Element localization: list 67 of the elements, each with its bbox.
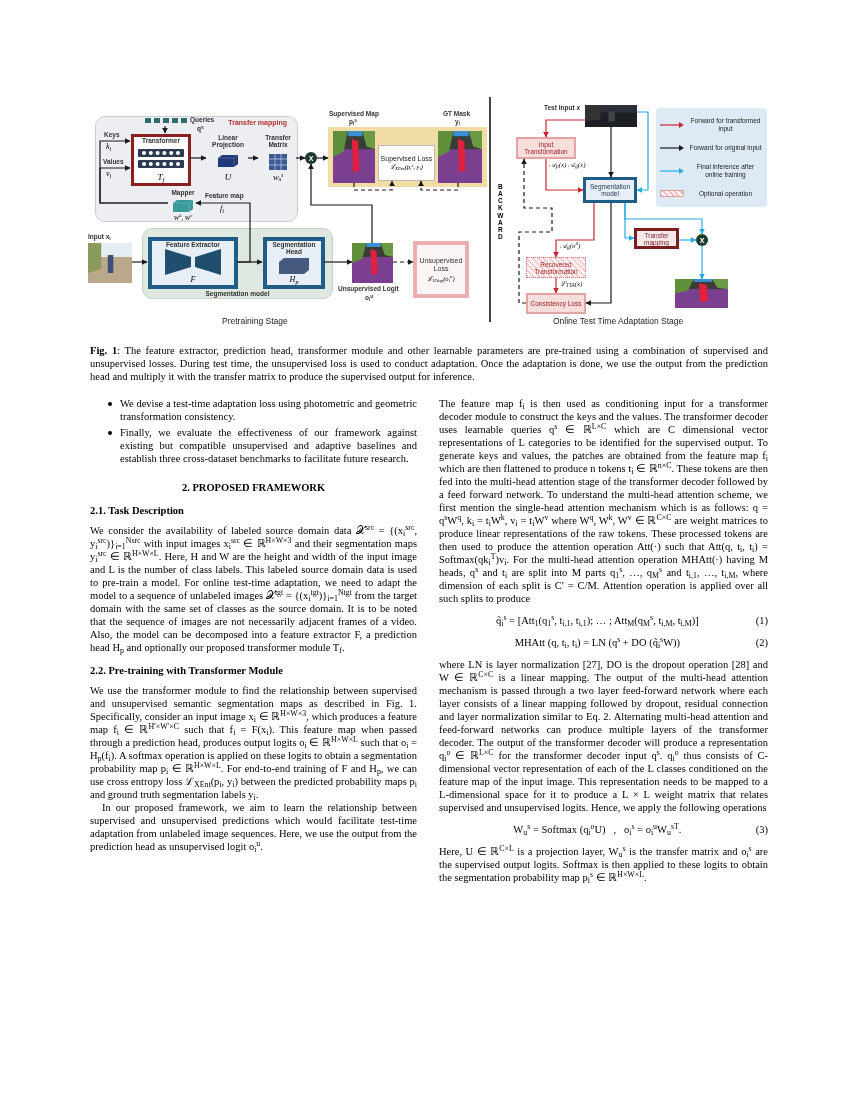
model-box xyxy=(583,177,637,203)
loss-box xyxy=(413,241,469,298)
arrow xyxy=(585,202,612,306)
equation-number: (3) xyxy=(755,823,768,836)
arrow xyxy=(195,200,251,263)
arrow xyxy=(624,202,635,241)
equation: q̃$_{i}$$^{s}$ = [Att$_{1}$(q$_{1}$$^{s}$, t$_{i,1}$, t$_{i,1}$); … ; Att$_{M}$(q$_{M}$$^{s}$, t$_{i,M}$, t$_{i,M}$)] xyxy=(496,615,699,626)
arrow xyxy=(553,202,595,258)
arrow xyxy=(418,180,459,191)
subsection-heading: 2.1. Task Description xyxy=(90,505,184,516)
equation-number: (1) xyxy=(755,614,768,627)
arrow xyxy=(189,155,207,161)
math-label: U xyxy=(224,173,232,182)
transfer-mapping-panel xyxy=(95,116,298,222)
bullet-text: Finally, we evaluate the effectiveness of our framework against existing but compatible unsupervised and adaptive baselines and establish three cross-dataset benchmarks to facilitate future research. xyxy=(120,426,417,465)
figure-caption: Fig. 1: The feature extractor, prediction head, transformer module and other learnable parameters are pre-trained using a combination of supervised and unsupervised losses. During test time, the unsupervised loss is used to conduct adaptation. Once the adaptation is done, we use the output from the prediction head and multiply it with the transfer matrix to produce the supervised output for inference. xyxy=(90,345,768,382)
feature-extractor-box xyxy=(148,237,238,289)
math-label: H$_{p}$ xyxy=(289,276,299,284)
segmentation-model-panel xyxy=(142,228,333,299)
section-heading: 2. PROPOSED FRAMEWORK xyxy=(181,482,326,493)
arrow xyxy=(392,259,414,265)
stage-title: Online Test Time Adaptation Stage xyxy=(553,317,684,326)
math-label: f$_{i}$ xyxy=(220,205,224,213)
transfer-mapping-box xyxy=(634,228,679,249)
paragraph: The feature map f$_{i}$ is then used as conditioning input for a transformer decoder module to construct the keys and the values. The transformer decoder uses learnable queries q$^{s}$ ∈ ℝ$^{L×C}$ which are C dimensional vector representations of L categories to be identified for the supervised output. To generate keys and values, the patches are obtained from the feature map f$_{i}$ which are then flattened to produce n tokens t$_{i}$ ∈ ℝ$^{n×C}$. These tokens are then fed into the multi-head attention stage of the transformer decoder followed by a feed forward network. To understand the multi-head attention scheme, we first mention the single-head attention mechanism which is as follows: q = q$^{s}$W$^{q}$, k$_{i}$ = t$_{i}$W$^{k}$, v$_{i}$ = t$_{i}$W$^{v}$ where W$^{q}$, W$^{k}$, W$^{v}$ ∈ ℝ$^{C×C}$ are weight matrices to produce linear representations of the raw tokens. These processed tokens are then used to produce the attention operation Att(·) such that Att(q, t$_{i}$, t$_{i}$) = Softmax(qk$_{i}$$^{T}$)v$_{i}$. For the multi-head attention operation MHAtt(·) having M heads, q$^{s}$ and t$_{i}$ are split into M parts q$_{1}$$^{s}$, …, q$_{M}$$^{s}$ and t$_{i,1}$, …, t$_{i,M}$, where dimension of each split is C′ = C/M. Attention operation is applied over all such splits to produce xyxy=(439,398,768,604)
optional-process-box xyxy=(526,257,586,278)
arrow xyxy=(316,155,329,161)
street-photo-placeholder xyxy=(88,243,132,283)
bullet-text: We devise a test-time adaptation loss using photometric and geometric transformation consistency. xyxy=(120,397,417,423)
equation: W$_{u}$$^{s}$ = Softmax (q$_{i}$$^{o}$U) , o$_{i}$$^{s}$ = o$_{i}$$^{u}$W$_{u}$$^{sT}$. xyxy=(513,824,682,835)
segmentation-map-picture xyxy=(333,131,375,183)
segmentation-map-picture xyxy=(438,131,482,183)
arrow xyxy=(308,163,373,244)
arrow xyxy=(545,158,584,193)
arrow xyxy=(543,119,586,138)
segmentation-map-picture xyxy=(675,279,728,308)
arrow xyxy=(636,111,649,193)
math-label: F xyxy=(190,276,196,284)
night-street-photo-placeholder xyxy=(585,105,637,127)
paragraph: We use the transformer module to find the relationship between supervised and unsupervised semantic segmentation maps as described in Fig. 1. Specifically, consider an input image x$_{i}$ ∈ ℝ$^{H×W×3}$, which produces a feature map f$_{i}$ ∈ ℝ$^{H′×W′×C}$ such that f$_{i}$ = F(x$_{i}$). This feature map when passed through a prediction head, produces output logits o$_{i}$ ∈ ℝ$^{H×W×L}$ such that o$_{i}$ = H$_{p}$(f$_{i}$). A softmax operation is applied on these logits to obtain a segmentation probability map p$_{i}$ ∈ ℝ$^{H×W×L}$. For end-to-end training of F and H$_{p}$, we can use cross entropy loss ℒ$_{XEnt}$(p$_{i}$, y$_{i}$) between the predicted probability maps p$_{i}$ and ground truth segmentation labels y$_{i}$. xyxy=(90,685,417,800)
paragraph: Here, U ∈ ℝ$^{C×L}$ is a projection layer, W$_{u}$$^{s}$ is the transfer matrix and o$_{i}$$^{s}$ are the supervised output logits. Softmax is then applied to these logits to obtain the segmentation probability map p$_{i}$$^{s}$ ∈ ℝ$^{H×W×L}$. xyxy=(439,846,768,883)
arrow xyxy=(678,237,697,243)
paragraph: We consider the availability of labeled source domain data 𝒳$^{src}$ = {(x$_{i}$$^{src}$, y$_{i}$$^{src}$)}$_{i=1}$$^{Nsrc}$ with input images x$_{i}$$^{src}$ ∈ ℝ$^{H×W×3}$ and their segmentation maps y$_{i}$$^{src}$ ∈ ℝ$^{H×W×L}$. Here, H and W are the height and width of the input image and L is the number of class labels. This labeled source domain data is used to pre-train a model. For online test-time adaptation, we need to adapt the model to a sequence of unlabeled images 𝒳$^{tgt}$ = {(x$_{i}$$^{tgt}$)}$_{i=1}$$^{Ntgt}$ from the target domain with the same set of classes as the source domain. It is to be noted that the sequence of images are not necessarily adjacent frames of a video. Also, the model can be decomposed into a feature extractor F, a prediction head H$_{p}$ and optionally our proposed transformer module T$_{f}$. xyxy=(90,525,417,653)
subsection-heading: 2.2. Pre-training with Transformer Module xyxy=(90,665,283,676)
arrow xyxy=(247,155,259,161)
arrow xyxy=(99,165,169,204)
math-label: v$_{i}$ xyxy=(106,170,112,178)
process-box xyxy=(526,293,586,314)
arrow xyxy=(353,180,395,191)
arrow xyxy=(699,245,705,280)
segmentation-map-picture xyxy=(352,243,393,283)
math-label: k$_{i}$ xyxy=(106,143,112,151)
equation: MHAtt (q, t$_{i}$, t$_{i}$) = LN (q$^{s}$ + DO (q̃$_{i}$$^{s}$W)) xyxy=(514,637,681,648)
stage-title: Pretraining Stage xyxy=(222,317,288,326)
paragraph: In our proposed framework, we aim to learn the relationship between supervised and unsupervised predictions which would facilitate test-time adaptation from unlabeled image sequences. Here, we use the output from the prediction head as unsupervised logit o$_{i}$$^{u}$. xyxy=(90,802,417,852)
equation-number: (2) xyxy=(755,636,768,649)
loss-box xyxy=(378,145,435,181)
paragraph: where LN is layer normalization [27], DO is the dropout operation [28] and W ∈ ℝ$^{C×C}$ is a linear mapping. The output of the multi-head attention mechanism is passed through a two layer feed-forward network where each layer consists of a linear mapping followed by dropout, residual connection and layer normalization similar to Eq. 2. Alternating multi-head attention and feed-forward networks can produce multiple layers of the transformer decoder. The output of the transformer decoder will produce a representation q$_{i}$$^{o}$ ∈ ℝ$^{L×C}$ for the transformer decoder input q$^{s}$. q$_{i}$$^{o}$ thus consists of C-dimensional vector representation of each of the L classes conditioned on the feature map of the input image. This representation needs to be mapped to a L-dimensional space for it to produce a L × L weight matrix that relates supervised and unsupervised logits. Hence, we apply the following operations xyxy=(439,659,768,813)
arrow xyxy=(553,277,559,294)
transformer-block xyxy=(131,134,191,186)
segmentation-head-box xyxy=(263,237,325,289)
process-box xyxy=(516,137,576,159)
arrow xyxy=(518,158,553,304)
arrow xyxy=(608,126,614,178)
math-label: T$_{f}$ xyxy=(157,173,165,182)
arrow xyxy=(131,259,148,265)
arrow xyxy=(162,125,168,134)
